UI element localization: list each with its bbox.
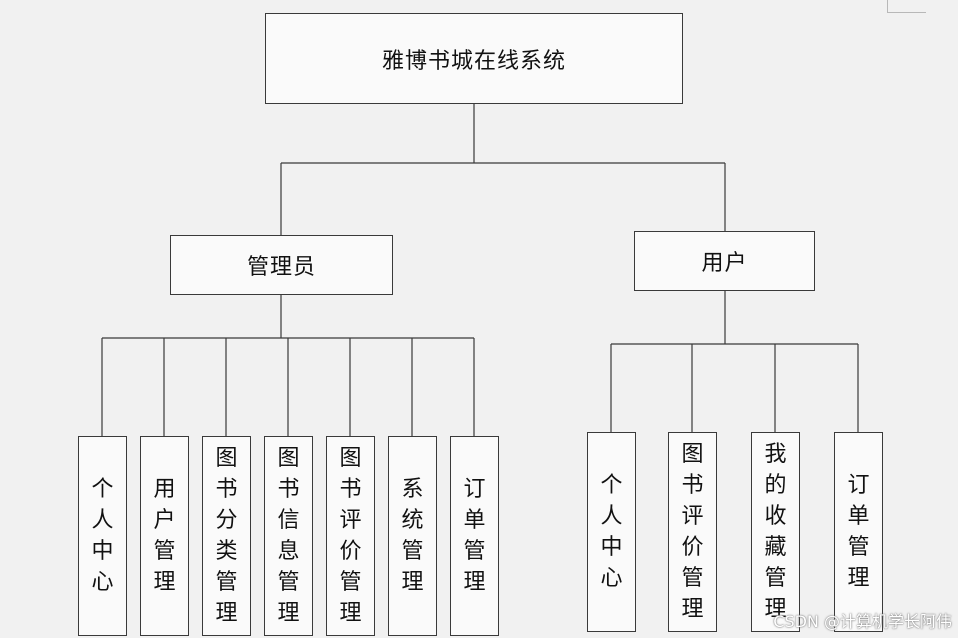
module-label: 个人中心 xyxy=(91,477,114,595)
module-label: 订单管理 xyxy=(463,477,486,595)
admin-module-node: 图书评价管理 xyxy=(326,436,375,636)
role-label-admin: 管理员 xyxy=(246,255,316,280)
user-module-node: 个人中心 xyxy=(587,432,636,632)
admin-module-node: 个人中心 xyxy=(78,436,127,636)
role-node-user: 用户 xyxy=(634,231,815,291)
module-label: 图书评价管理 xyxy=(681,442,704,622)
module-label: 系统管理 xyxy=(401,477,424,595)
root-node: 雅博书城在线系统 xyxy=(265,13,683,104)
role-node-admin: 管理员 xyxy=(170,235,393,295)
admin-module-node: 订单管理 xyxy=(450,436,499,636)
watermark: CSDN @计算机学长阿伟 xyxy=(773,612,952,631)
module-label: 订单管理 xyxy=(847,473,870,591)
admin-module-node: 系统管理 xyxy=(388,436,437,636)
admin-module-node: 图书信息管理 xyxy=(264,436,313,636)
module-label: 个人中心 xyxy=(600,473,623,591)
module-label: 图书分类管理 xyxy=(215,446,238,626)
user-module-node: 图书评价管理 xyxy=(668,432,717,632)
admin-module-node: 用户管理 xyxy=(140,436,189,636)
page-corner-mark xyxy=(887,0,926,13)
module-label: 图书评价管理 xyxy=(339,446,362,626)
module-label: 用户管理 xyxy=(153,477,176,595)
admin-module-node: 图书分类管理 xyxy=(202,436,251,636)
root-label: 雅博书城在线系统 xyxy=(381,48,566,74)
user-module-node: 订单管理 xyxy=(834,432,883,632)
role-label-user: 用户 xyxy=(701,251,748,276)
module-label: 我的收藏管理 xyxy=(764,442,787,622)
module-label: 图书信息管理 xyxy=(277,446,300,626)
user-module-node: 我的收藏管理 xyxy=(751,432,800,632)
